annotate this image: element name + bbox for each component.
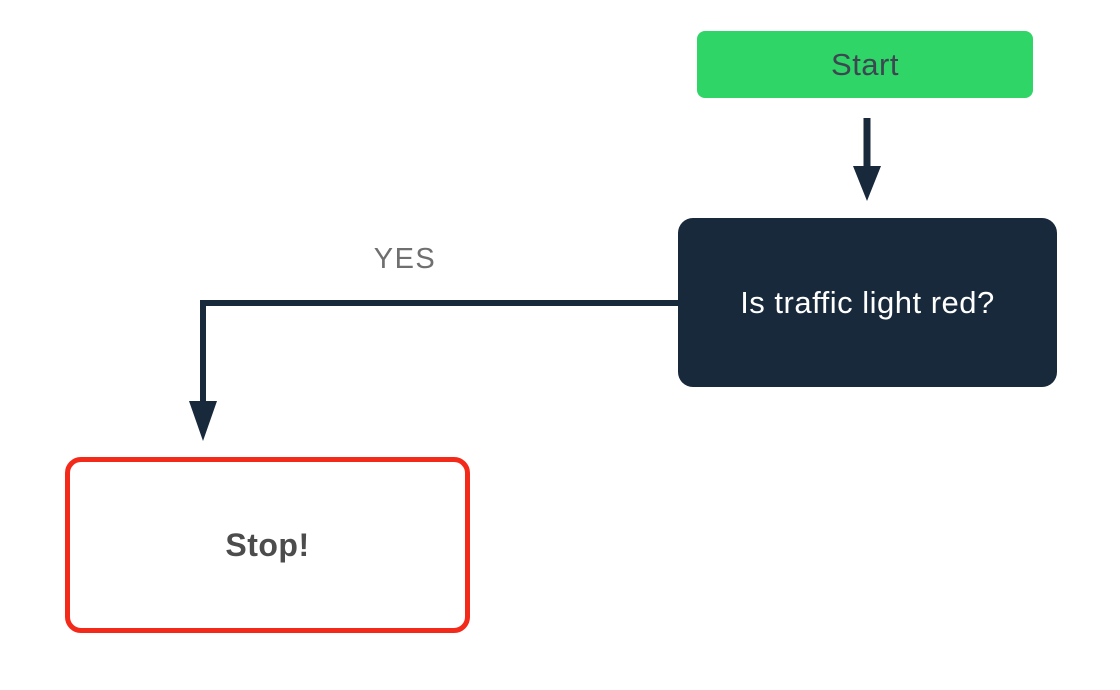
node-stop-label: Stop! <box>225 526 310 563</box>
node-decision: Is traffic light red? <box>678 218 1057 387</box>
node-decision-label: Is traffic light red? <box>740 284 995 320</box>
edge-decision-to-stop-shaft <box>200 300 678 403</box>
edge-start-to-decision-arrowhead-icon <box>853 166 881 201</box>
node-start-label: Start <box>831 46 899 82</box>
edge-decision-to-stop <box>189 300 678 441</box>
edge-label-yes: YES <box>373 243 437 275</box>
edge-start-to-decision <box>853 118 881 201</box>
node-stop: Stop! <box>65 457 470 633</box>
edge-decision-to-stop-arrowhead-icon <box>189 401 217 441</box>
node-start: Start <box>697 31 1033 98</box>
